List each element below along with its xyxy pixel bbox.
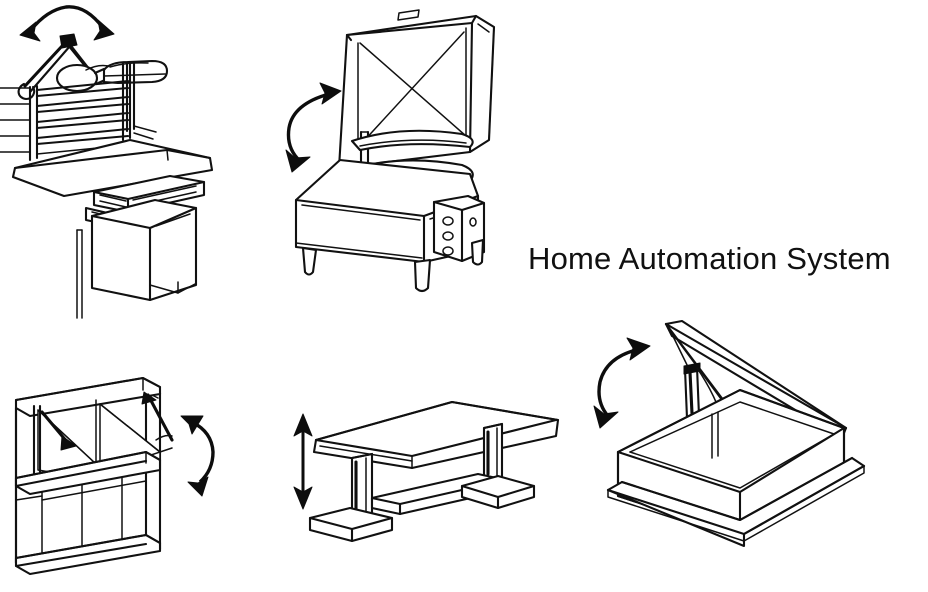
armchair-legs xyxy=(301,238,485,293)
chest-base-rim xyxy=(606,456,866,548)
workbench-upright-post xyxy=(125,62,157,140)
cabinet-middle-shelf xyxy=(14,450,162,496)
workbench-slatted-back-panel xyxy=(0,61,132,162)
height-adjust-arrow-icon xyxy=(293,413,313,510)
lid-arc-arrow-icon xyxy=(593,337,651,429)
lift-door-arc-arrow-icon xyxy=(180,415,215,497)
workbench-worktop xyxy=(11,138,214,198)
workbench-support-post xyxy=(76,229,83,319)
armchair-backrest xyxy=(337,9,496,170)
page-title: Home Automation System xyxy=(528,241,891,276)
swivel-arc-arrow-icon xyxy=(19,5,115,42)
workbench-swing-arm xyxy=(17,33,113,101)
figure-height-adjustable-table xyxy=(293,400,560,543)
figure-storage-chest xyxy=(593,319,866,548)
figure-reclining-armchair xyxy=(285,9,496,293)
cabinet-plinth xyxy=(14,533,162,576)
table-top xyxy=(312,400,560,470)
recline-arc-arrow-icon xyxy=(285,82,342,173)
cabinet-top-band xyxy=(14,376,162,418)
workbench-light-head xyxy=(102,59,169,85)
figure-adjustable-workbench xyxy=(0,5,214,319)
table-foot-right xyxy=(460,474,536,510)
workbench-under-cabinet xyxy=(90,198,198,302)
table-foot-left xyxy=(308,506,394,543)
figure-wall-cabinet xyxy=(14,376,215,576)
